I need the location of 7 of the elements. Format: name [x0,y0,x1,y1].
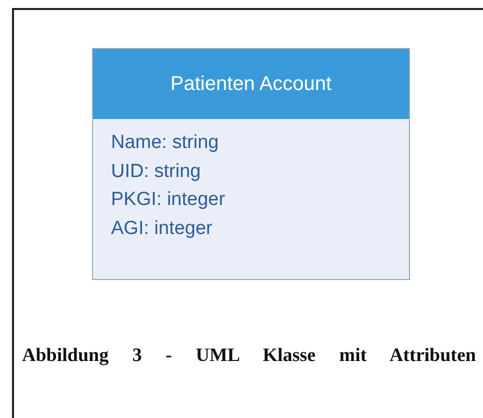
figure-caption: Abbildung 3 - UML Klasse mit Attributen [22,344,476,368]
attribute-text: UID: string [111,160,201,184]
attribute-text: AGI: integer [111,216,212,240]
attribute-text: PKGI: integer [111,188,226,212]
class-name: Patienten Account [170,72,332,96]
uml-class-box [92,48,410,280]
attribute-text: Name: string [111,131,219,155]
